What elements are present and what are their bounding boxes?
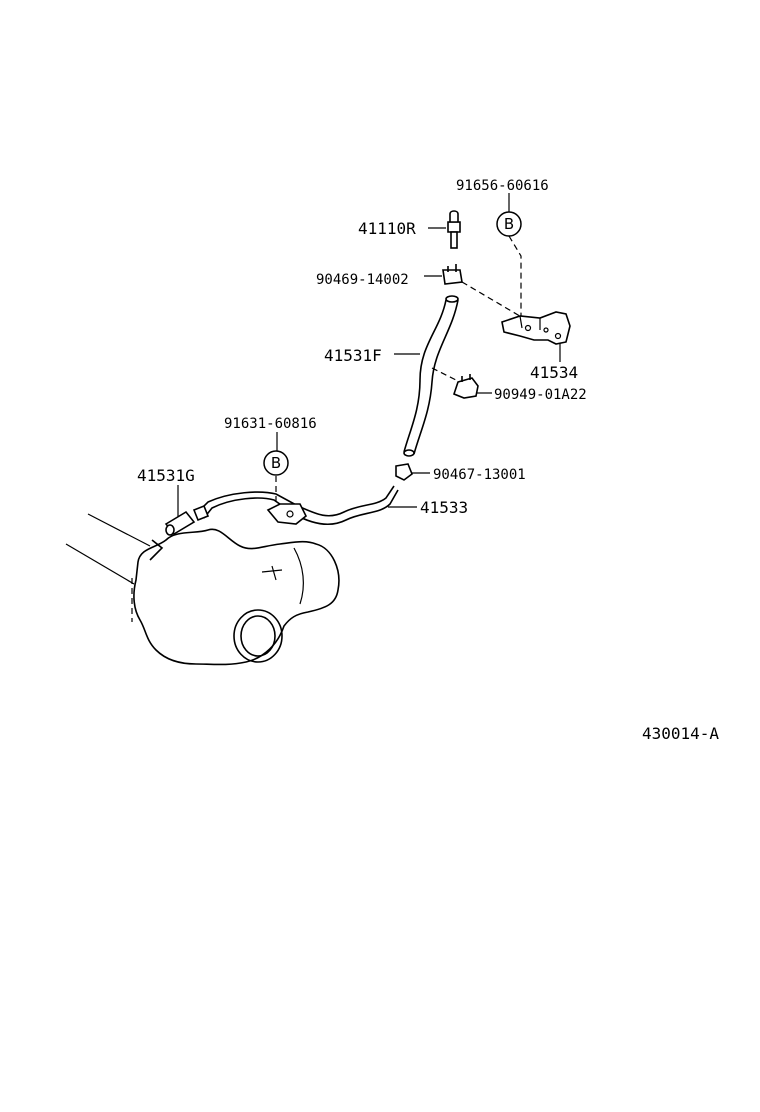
bracket-41534 bbox=[501, 311, 571, 345]
vent-plug-41110R bbox=[447, 210, 461, 249]
label-90469-14002: 90469-14002 bbox=[316, 272, 409, 288]
callout-b-bottom: B bbox=[263, 450, 289, 476]
label-41531G: 41531G bbox=[137, 466, 195, 485]
figure-id: 430014-A bbox=[642, 724, 719, 743]
hose-41531F bbox=[403, 295, 459, 457]
callout-b-bottom-label: B bbox=[271, 454, 281, 472]
pipe-41533 bbox=[197, 485, 399, 526]
label-90949-01A22: 90949-01A22 bbox=[494, 387, 587, 403]
label-41110R: 41110R bbox=[358, 219, 416, 238]
label-91656-60616: 91656-60616 bbox=[456, 178, 549, 194]
label-41534: 41534 bbox=[530, 363, 578, 382]
dashed-connections bbox=[131, 235, 531, 622]
label-90467-13001: 90467-13001 bbox=[433, 467, 526, 483]
label-41531F: 41531F bbox=[324, 346, 382, 365]
callout-b-top-label: B bbox=[504, 215, 514, 233]
label-41533: 41533 bbox=[420, 498, 468, 517]
label-91631-60816: 91631-60816 bbox=[224, 416, 317, 432]
transmission-housing bbox=[65, 513, 340, 666]
clip-90949-01A22 bbox=[453, 374, 479, 399]
clip-90467-13001 bbox=[395, 463, 413, 481]
hose-41531G bbox=[164, 504, 210, 536]
leader-lines bbox=[177, 193, 561, 518]
callout-b-top: B bbox=[496, 211, 522, 237]
clip-90469-14002 bbox=[442, 264, 463, 285]
